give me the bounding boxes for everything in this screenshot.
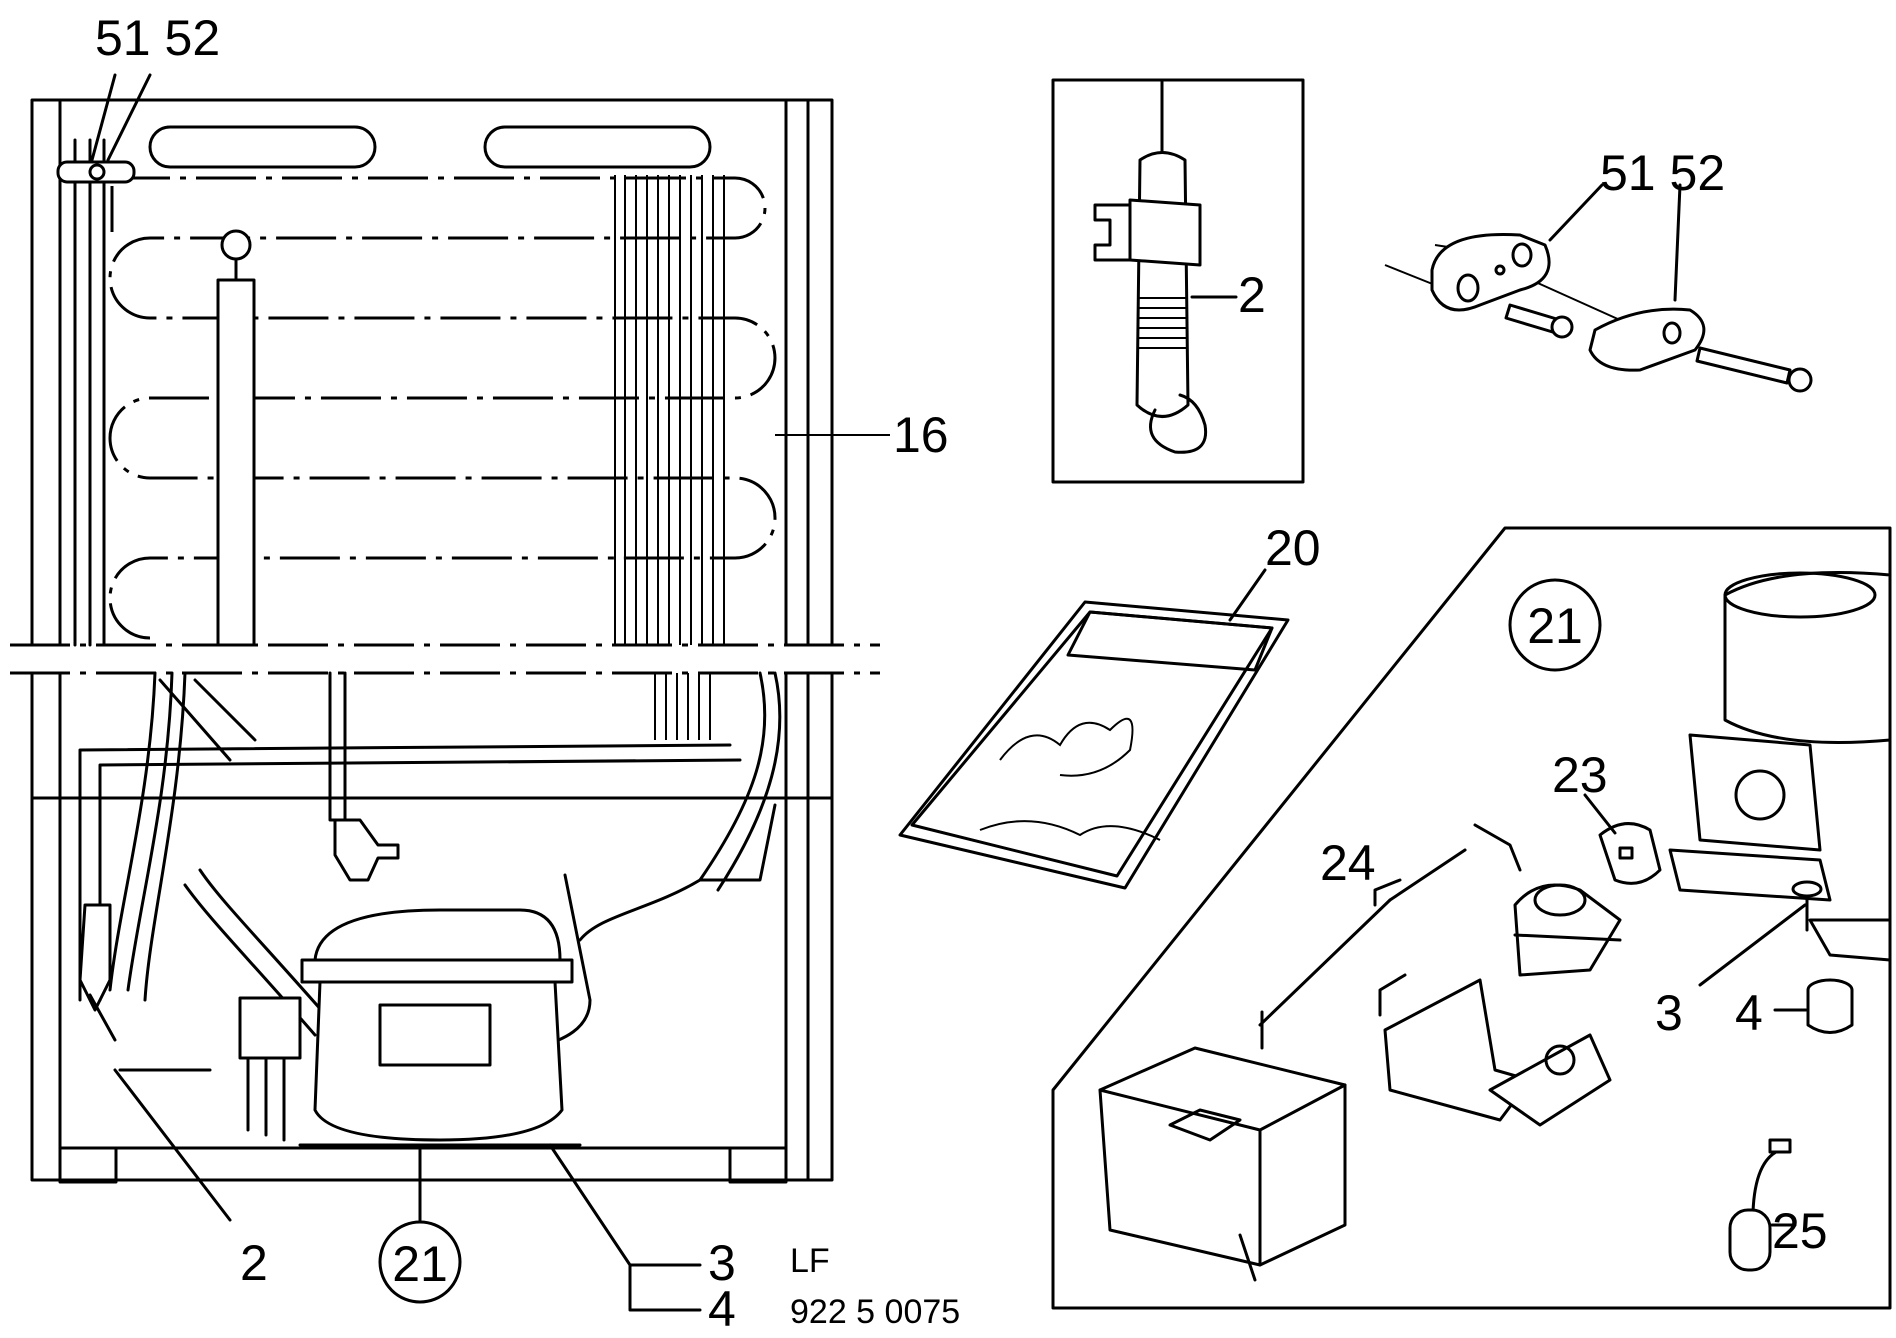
label-compressor-main: 21 — [392, 1236, 448, 1292]
label-compressor-detail: 21 — [1527, 598, 1583, 654]
label-clips-detail: 51 52 — [1600, 145, 1725, 201]
label-relay: 23 — [1552, 747, 1608, 803]
footer-part-number: 922 5 0075 — [790, 1293, 960, 1331]
sensor-detail-box — [1051, 78, 1305, 484]
label-relay-cover: 24 — [1320, 835, 1376, 891]
compressor-detail-panel — [1051, 526, 1892, 1310]
refrigerator-back-view — [10, 98, 890, 1184]
label-grommet: 4 — [1735, 985, 1763, 1041]
label-capacitor: 25 — [1772, 1203, 1828, 1259]
label-sensor-main: 2 — [240, 1235, 268, 1291]
clip-pair-detail — [1384, 183, 1813, 393]
leader-lines-main — [90, 73, 702, 1312]
label-grommet-main: 4 — [708, 1281, 736, 1337]
label-screw-main: 3 — [708, 1235, 736, 1291]
compressor-callout-circle — [378, 1220, 462, 1304]
footer-code: LF — [790, 1242, 830, 1280]
label-manual: 20 — [1265, 520, 1321, 576]
label-screw: 3 — [1655, 985, 1683, 1041]
label-clips-top: 51 52 — [95, 10, 220, 66]
manual-booklet — [898, 568, 1290, 890]
label-evaporator: 16 — [893, 407, 949, 463]
label-sensor-detail: 2 — [1238, 267, 1266, 323]
condenser-tubes — [614, 175, 725, 740]
